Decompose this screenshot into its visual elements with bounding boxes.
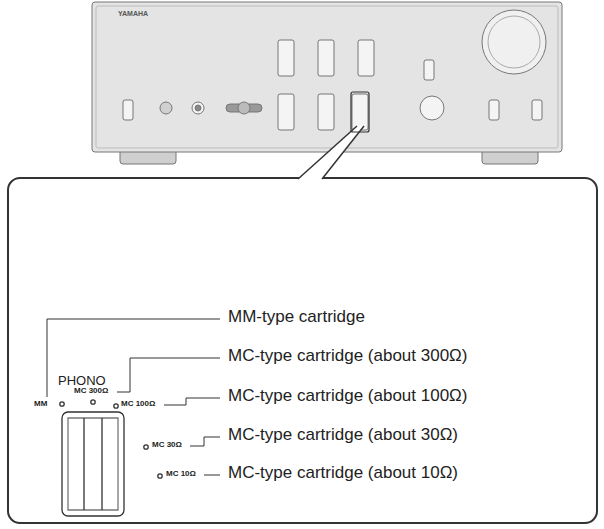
position-label: MC 30Ω bbox=[152, 441, 182, 450]
phono-selector bbox=[60, 400, 162, 516]
leader-line bbox=[47, 319, 220, 475]
position-label: MC 100Ω bbox=[121, 400, 155, 409]
cartridge-label: MC-type cartridge (about 30Ω) bbox=[228, 426, 458, 445]
position-label: MC 300Ω bbox=[74, 387, 108, 396]
cartridge-label: MC-type cartridge (about 100Ω) bbox=[228, 387, 467, 406]
cartridge-label: MC-type cartridge (about 10Ω) bbox=[228, 464, 458, 483]
cartridge-label: MC-type cartridge (about 300Ω) bbox=[228, 347, 467, 366]
amplifier-panel bbox=[92, 2, 562, 164]
position-label: MM bbox=[34, 400, 47, 409]
cartridge-label: MM-type cartridge bbox=[228, 308, 365, 327]
zoom-callout bbox=[8, 92, 597, 523]
position-label: MC 10Ω bbox=[166, 470, 196, 479]
brand-logo: YAMAHA bbox=[118, 10, 148, 18]
